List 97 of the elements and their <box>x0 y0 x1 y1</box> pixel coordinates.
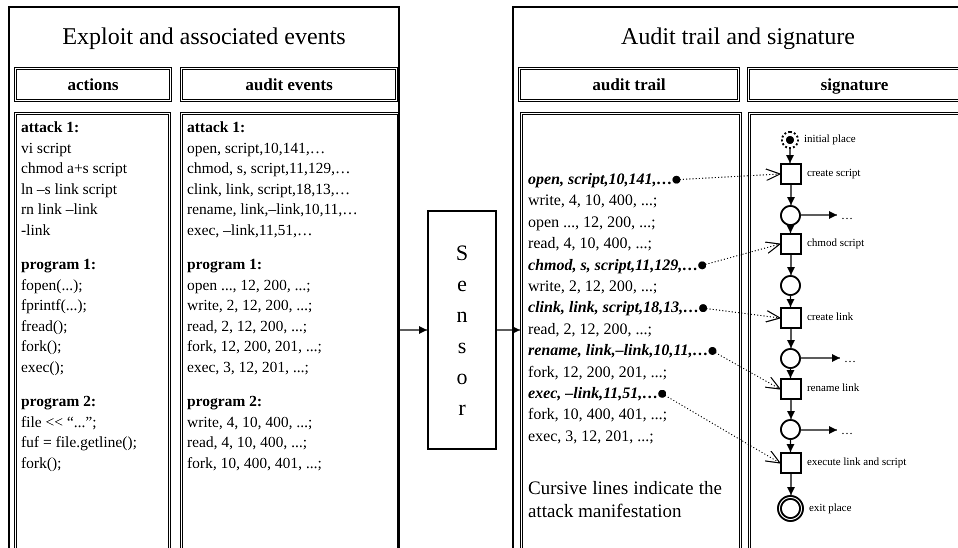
place-label: execute link and script <box>807 456 906 469</box>
text-line: read, 2, 12, 200, ...; <box>187 316 308 336</box>
place-label: create script <box>807 167 860 180</box>
arrow <box>786 440 794 452</box>
note-text: Cursive lines indicate the attack manifestation <box>528 477 722 524</box>
sensor-label: Sensor <box>454 239 470 422</box>
dotted-arrow <box>708 346 781 390</box>
arrow <box>787 185 795 205</box>
place-label: initial place <box>804 133 856 146</box>
transition-box <box>780 452 802 474</box>
text-line: open ..., 12, 200, ...; <box>528 212 657 233</box>
text-line: exec, 3, 12, 201, ...; <box>528 426 655 447</box>
arrow <box>787 329 795 348</box>
section-heading: attack 1: <box>187 118 246 138</box>
text-line: read, 2, 12, 200, ...; <box>528 320 653 340</box>
dotted-arrow <box>698 242 781 270</box>
transition-box <box>780 307 802 329</box>
column-header: actions <box>14 67 172 102</box>
arrow <box>801 354 840 362</box>
dotted-arrow <box>672 168 781 184</box>
arrow <box>786 296 794 307</box>
text-line: open, script,10,141,… <box>528 169 676 190</box>
text-line: exec(); <box>21 358 66 378</box>
transition-box <box>780 378 802 400</box>
arrow <box>787 255 795 275</box>
section-heading: program 1: <box>187 255 264 275</box>
text-line: fork, 12, 200, 201, ...; <box>187 337 323 357</box>
place-label: rename link <box>807 382 860 395</box>
arrow <box>786 225 794 233</box>
ellipsis-text: … <box>837 207 857 223</box>
text-line: chmod, s, script,11,129,… <box>187 159 352 179</box>
text-line: fork, 12, 200, 201, ...; <box>528 362 668 383</box>
arrow <box>801 211 837 219</box>
text-line: clink, link, script,18,13,… <box>528 297 704 319</box>
text-line: rn link –link <box>21 200 99 220</box>
arrow <box>400 326 427 334</box>
text-line: fork, 10, 400, 401, ...; <box>187 454 323 474</box>
text-line: vi script <box>21 138 72 158</box>
text-line: write, 2, 12, 200, ...; <box>187 296 314 316</box>
sensor-box <box>427 210 497 450</box>
transition-box <box>780 163 802 185</box>
text-line: -link <box>21 220 52 240</box>
column-header: audit trail <box>518 67 740 102</box>
initial-place <box>781 131 799 149</box>
text-line: fopen(...); <box>21 276 84 296</box>
text-line: rename, link,–link,10,11,… <box>528 340 712 362</box>
panel-title: Audit trail and signature <box>620 23 856 52</box>
text-line: exec, –link,11,51,… <box>528 383 662 404</box>
panel-frame <box>512 6 958 548</box>
text-line: chmod, s, script,11,129,… <box>528 254 702 276</box>
exit-place <box>777 495 804 522</box>
text-line: exec, –link,11,51,… <box>187 220 314 240</box>
panel-title: Exploit and associated events <box>61 23 347 52</box>
place-label: create link <box>807 311 854 324</box>
text-line: fprintf(...); <box>21 296 88 316</box>
section-heading: program 2: <box>21 392 98 412</box>
text-panel <box>520 112 742 548</box>
text-line: fuf = file.getline(); <box>21 433 138 453</box>
text-panel <box>14 112 171 548</box>
arrow <box>787 400 795 419</box>
text-line: fork(); <box>21 454 62 474</box>
ellipsis-text: … <box>837 422 857 438</box>
column-header: signature <box>747 67 958 102</box>
text-line: file << “...”; <box>21 412 98 432</box>
text-line: write, 4, 10, 400, ...; <box>187 412 314 432</box>
text-line: ln –s link script <box>21 180 118 200</box>
text-line: open, script,10,141,… <box>187 138 326 158</box>
text-line: clink, link, script,18,13,… <box>187 180 352 200</box>
text-line: read, 4, 10, 400, ...; <box>528 234 653 254</box>
arrow <box>497 326 520 334</box>
text-panel <box>180 112 400 548</box>
text-line: rename, link,–link,10,11,… <box>187 200 359 220</box>
dotted-arrow <box>658 390 781 464</box>
text-line: read, 4, 10, 400, ...; <box>187 433 308 453</box>
text-line: fread(); <box>21 316 68 336</box>
text-line: open ..., 12, 200, ...; <box>187 276 312 296</box>
section-heading: program 1: <box>21 255 98 275</box>
panel-frame <box>8 6 400 548</box>
transition-box <box>780 233 802 255</box>
arrow <box>801 426 837 434</box>
text-line: write, 4, 10, 400, ...; <box>528 191 658 212</box>
text-line: exec, 3, 12, 201, ...; <box>187 358 310 378</box>
place-label: chmod script <box>807 237 864 250</box>
text-line: fork(); <box>21 337 62 357</box>
arrow <box>786 369 794 378</box>
section-heading: program 2: <box>187 392 264 412</box>
text-line: fork, 10, 400, 401, ...; <box>528 405 668 426</box>
section-heading: attack 1: <box>21 118 80 138</box>
ellipsis-text: … <box>840 350 860 366</box>
arrow <box>787 474 795 495</box>
column-header: audit events <box>180 67 398 102</box>
dotted-arrow <box>699 304 781 323</box>
place-label: exit place <box>809 502 852 514</box>
arrow <box>786 149 794 163</box>
signature-panel <box>748 112 958 548</box>
text-line: chmod a+s script <box>21 159 128 179</box>
text-line: write, 2, 12, 200, ...; <box>528 277 658 298</box>
